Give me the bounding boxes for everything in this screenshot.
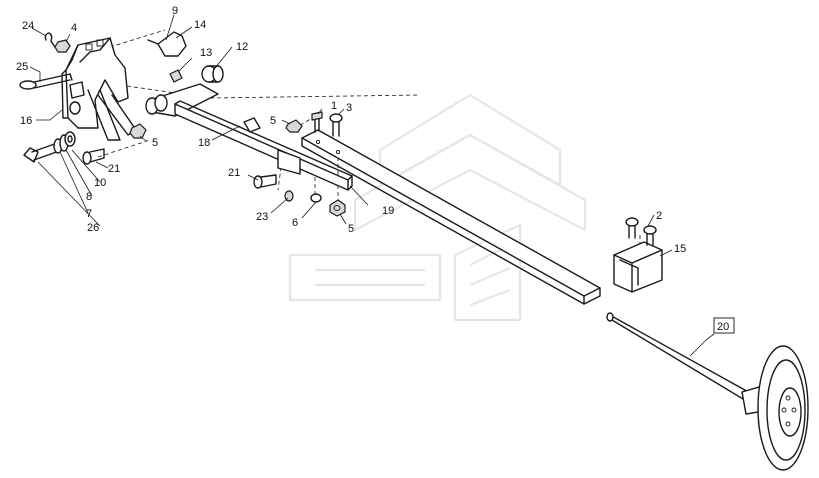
nut-5-lower xyxy=(329,199,346,217)
pin-25 xyxy=(19,73,73,90)
label-13: 13 xyxy=(200,47,212,59)
label-9: 9 xyxy=(172,5,178,17)
nut-5-bracket xyxy=(129,123,147,139)
label-15: 15 xyxy=(674,243,686,255)
label-7: 7 xyxy=(86,208,92,220)
label-14: 14 xyxy=(194,19,206,31)
leader-lines xyxy=(29,14,715,357)
long-beam-19 xyxy=(301,129,601,305)
bolt-2 xyxy=(625,217,657,246)
label-16: 16 xyxy=(20,115,32,127)
label-25: 25 xyxy=(16,61,28,73)
label-24: 24 xyxy=(22,20,34,32)
label-20: 20 xyxy=(717,321,729,333)
bolt-21-upper xyxy=(82,148,105,165)
sleeve-12 xyxy=(201,65,224,83)
label-5-bracket: 5 xyxy=(152,137,158,149)
callout-labels: 24 4 25 16 9 14 13 12 18 5 21 10 8 7 26 … xyxy=(16,5,735,334)
bolt-3 xyxy=(329,113,343,137)
fitting-13 xyxy=(169,69,183,83)
cotter-pin-24 xyxy=(44,32,58,51)
bolt-1 xyxy=(311,111,323,133)
label-21-upper: 21 xyxy=(108,163,120,175)
assembly-lines xyxy=(97,29,641,285)
cone-14 xyxy=(147,31,187,57)
label-2: 2 xyxy=(656,210,662,222)
label-19: 19 xyxy=(382,205,394,217)
label-8: 8 xyxy=(86,191,92,203)
disc-wheel-20 xyxy=(606,312,809,471)
label-3: 3 xyxy=(346,102,352,114)
label-5-upper: 5 xyxy=(270,115,276,127)
nut-5-upper xyxy=(285,119,303,133)
label-20-box xyxy=(713,317,735,334)
label-21-lower: 21 xyxy=(228,167,240,179)
clamp-15 xyxy=(613,241,663,293)
label-23: 23 xyxy=(256,211,268,223)
label-18: 18 xyxy=(198,137,210,149)
pin-26-assembly xyxy=(23,131,76,163)
label-1: 1 xyxy=(331,100,337,112)
label-5-lower: 5 xyxy=(348,223,354,235)
frame-arm-18 xyxy=(145,83,353,191)
plate-washer xyxy=(243,117,261,133)
label-4: 4 xyxy=(71,22,77,34)
label-12: 12 xyxy=(236,41,248,53)
label-10: 10 xyxy=(94,177,106,189)
label-6: 6 xyxy=(292,217,298,229)
label-26: 26 xyxy=(87,222,99,234)
mounting-bracket xyxy=(59,37,137,141)
bolt-21-lower xyxy=(253,174,277,189)
nut-4 xyxy=(54,39,71,53)
washer-6 xyxy=(310,193,322,203)
